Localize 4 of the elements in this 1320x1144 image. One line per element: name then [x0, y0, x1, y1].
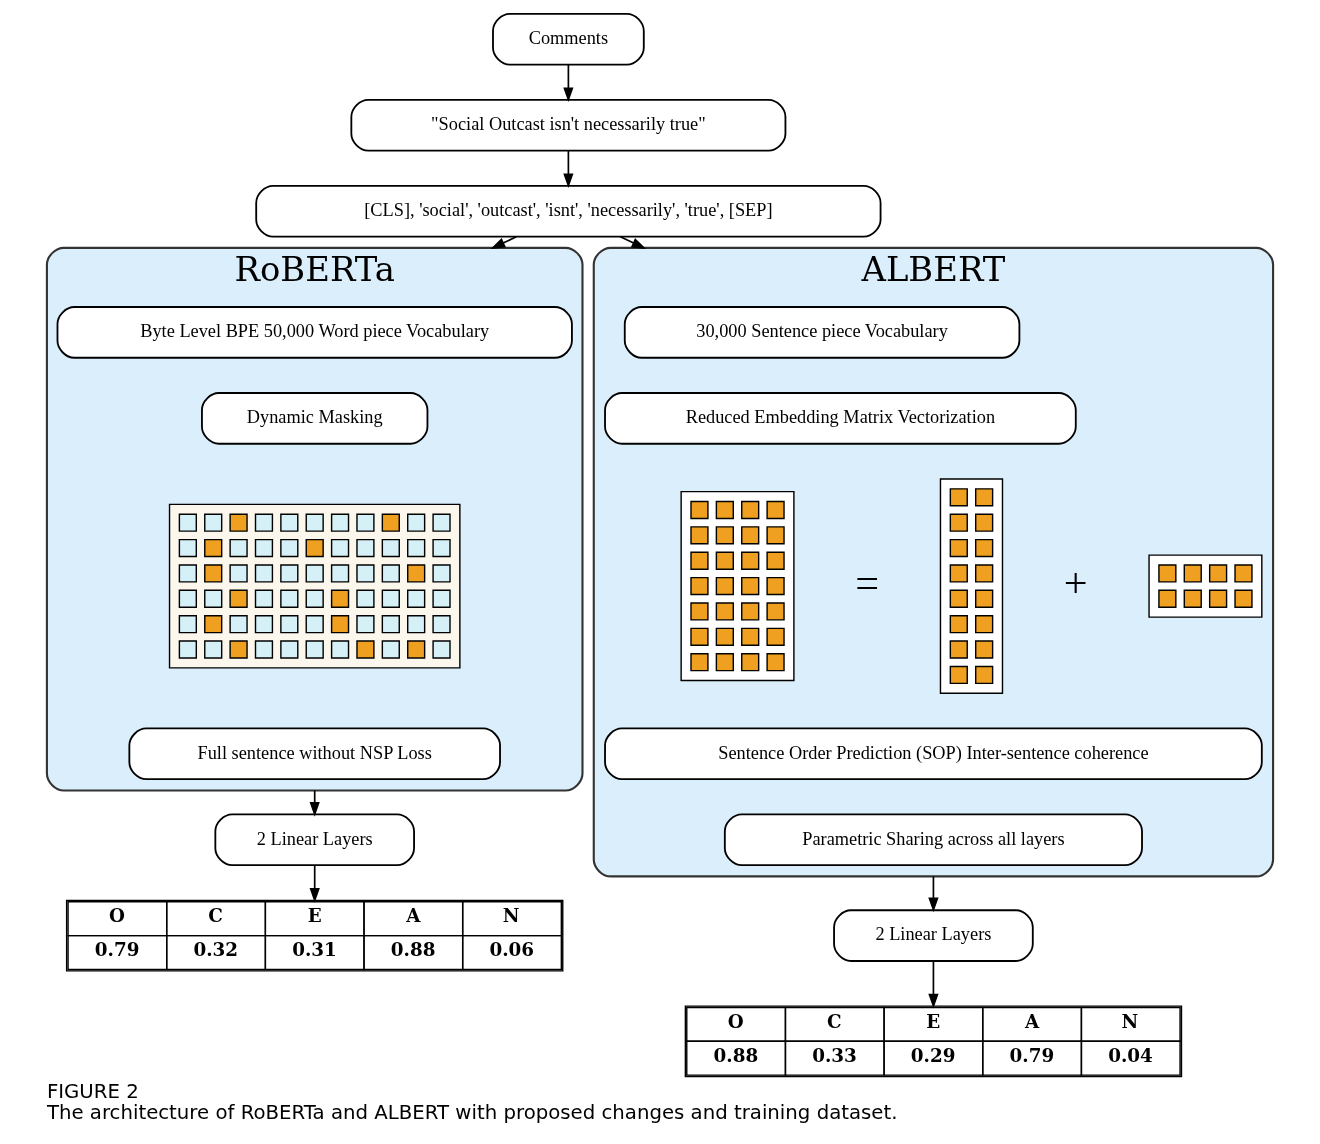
caption: The architecture of RoBERTa and ALBERT with proposed changes and training dataset. — [46, 1101, 898, 1125]
label: = — [855, 558, 880, 606]
label: + — [1063, 558, 1088, 606]
diagram-title: FIGURE 2 — [46, 1079, 139, 1103]
